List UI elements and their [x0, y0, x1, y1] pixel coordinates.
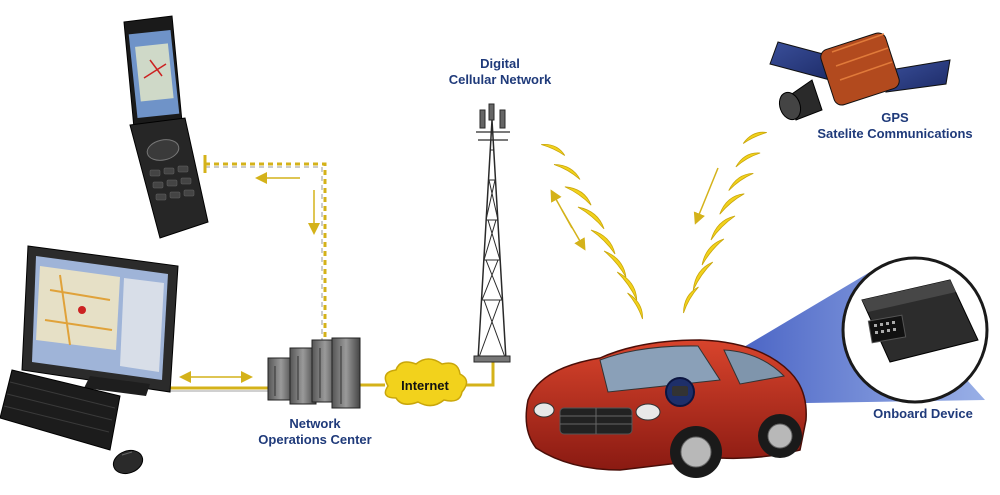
- desktop-computer-icon: [21, 245, 179, 396]
- onboard-device-label: Onboard Device: [858, 406, 988, 422]
- mouse-icon: [112, 449, 144, 475]
- gps-label-line2: Satelite Communications: [817, 126, 973, 141]
- gps-label: GPS Satelite Communications: [800, 110, 990, 142]
- satellite-icon: [769, 32, 951, 121]
- keyboard-icon: [0, 369, 121, 451]
- tower-signal-waves: [541, 143, 643, 320]
- cell-tower-icon: [473, 103, 511, 363]
- cellular-label-line2: Cellular Network: [448, 72, 552, 87]
- phone-link-dashed: [205, 162, 327, 340]
- car-icon: [525, 339, 807, 478]
- satellite-signal-waves: [683, 131, 767, 314]
- cellular-network-label: Digital Cellular Network: [440, 56, 560, 88]
- flip-phone-icon: [123, 15, 209, 239]
- noc-label: Network Operations Center: [250, 416, 380, 448]
- onboard-label-text: Onboard Device: [873, 406, 973, 421]
- noc-label-line1: Network: [289, 416, 341, 431]
- internet-label: Internet: [401, 378, 449, 393]
- phone-link-shadow: [205, 166, 323, 340]
- gps-label-line1: GPS: [881, 110, 909, 125]
- internet-cloud: Internet: [384, 358, 468, 407]
- noc-label-line2: Operations Center: [258, 432, 372, 447]
- cellular-label-line1: Digital: [480, 56, 520, 71]
- satellite-wave-arrow: [693, 167, 719, 225]
- gps-tracker-device-icon: [841, 256, 989, 404]
- server-rack-icon: [267, 337, 361, 409]
- tower-wave-arrow-up: [550, 189, 573, 229]
- internet-tower-link: [465, 360, 495, 387]
